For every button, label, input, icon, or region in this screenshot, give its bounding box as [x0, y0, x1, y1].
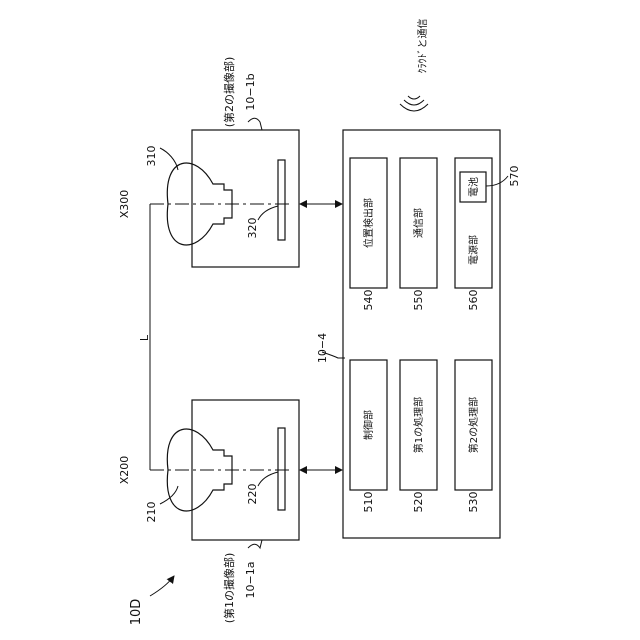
module-510-ref: 510: [362, 492, 375, 513]
wireless-icon: [400, 96, 428, 111]
figure-label-arrow: [150, 576, 174, 596]
camera-bottom-ref: 10−1a: [244, 562, 257, 599]
leader-10-1a: [248, 540, 262, 548]
distance-label: L: [138, 334, 151, 341]
battery-label: 電池: [467, 177, 480, 197]
leader-570: [486, 176, 508, 186]
module-550-ref: 550: [412, 290, 425, 311]
leader-320: [258, 206, 278, 220]
leader-10-1b: [248, 118, 262, 130]
module-560-ref: 560: [467, 290, 480, 311]
module-510-label: 制御部: [362, 410, 375, 440]
leader-220: [258, 472, 278, 486]
battery-ref: 570: [508, 166, 521, 187]
camera-top-name: (第2の撮像部): [222, 57, 236, 128]
processor-ref: 10−4: [316, 333, 329, 363]
camera-unit-bottom: [150, 400, 299, 548]
axis-top-ref: X300: [118, 190, 131, 219]
module-540-label: 位置検出部: [362, 198, 375, 248]
sensor-top-ref: 320: [246, 218, 259, 239]
module-560-label: 電源部: [467, 235, 480, 265]
sensor-320: [278, 160, 285, 240]
sensor-220: [278, 428, 285, 510]
axis-bottom-ref: X200: [118, 456, 131, 485]
sensor-bottom-ref: 220: [246, 484, 259, 505]
module-530-label: 第2の処理部: [467, 397, 480, 453]
camera-top-housing: [192, 130, 299, 267]
camera-bottom-name: (第1の撮像部): [222, 553, 236, 624]
module-550-label: 通信部: [412, 208, 425, 238]
module-530-ref: 530: [467, 492, 480, 513]
module-520-ref: 520: [412, 492, 425, 513]
lens-bottom-ref: 210: [145, 502, 158, 523]
lens-top-ref: 310: [145, 146, 158, 167]
processor-unit: [322, 130, 508, 538]
figure-label: 10D: [129, 599, 144, 626]
camera-top-ref: 10−1b: [244, 73, 257, 110]
camera-unit-top: [150, 118, 299, 267]
module-540-ref: 540: [362, 290, 375, 311]
cloud-label: ｸﾗｳﾄﾞと通信: [417, 19, 429, 74]
module-520-label: 第1の処理部: [412, 397, 425, 453]
